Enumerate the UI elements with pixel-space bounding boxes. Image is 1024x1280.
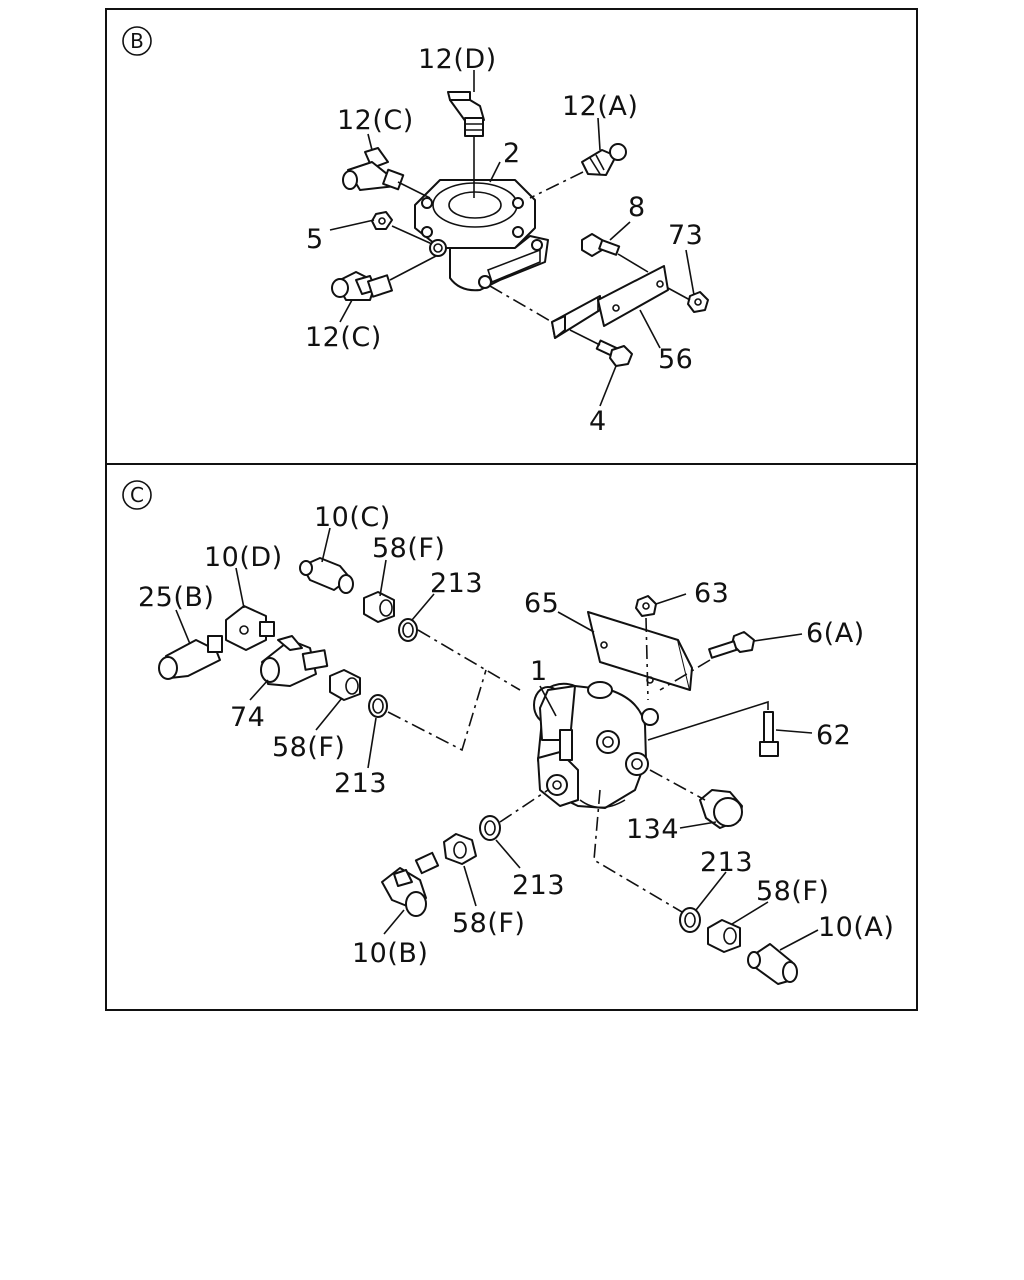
plug-134 bbox=[699, 789, 743, 829]
label-134: 134 bbox=[626, 814, 679, 845]
label-10b: 10(B) bbox=[352, 938, 428, 969]
dash-mid bbox=[387, 669, 487, 752]
panel-b: B bbox=[122, 26, 709, 437]
line-4 bbox=[569, 329, 601, 346]
label-65: 65 bbox=[524, 588, 559, 619]
dash-56 bbox=[489, 285, 553, 323]
panel-c-marker: C bbox=[130, 483, 144, 507]
panel-b-marker-circle bbox=[122, 26, 152, 56]
label-10a: 10(A) bbox=[818, 912, 894, 943]
label-213-right: 213 bbox=[700, 847, 753, 878]
line-62 bbox=[647, 700, 769, 741]
dash-134 bbox=[649, 769, 706, 801]
bolt-6a bbox=[708, 631, 755, 659]
valve-body-1 bbox=[533, 681, 659, 809]
fitting-12d bbox=[447, 91, 485, 137]
line-8 bbox=[617, 253, 649, 273]
dash-top bbox=[417, 629, 521, 691]
dash-right bbox=[593, 789, 683, 913]
fitting-10b bbox=[381, 851, 440, 917]
label-74: 74 bbox=[230, 702, 265, 733]
label-58f-bottom: 58(F) bbox=[452, 908, 525, 939]
nut-58f-bottom bbox=[443, 833, 477, 865]
panel-b-marker: B bbox=[130, 29, 144, 53]
washer-213-mid bbox=[368, 694, 388, 718]
switch-25b bbox=[158, 635, 223, 680]
panel-c-marker-circle bbox=[122, 480, 152, 510]
washer-213-right bbox=[679, 907, 701, 933]
relay-valve-body bbox=[414, 179, 549, 292]
label-73: 73 bbox=[668, 220, 703, 251]
dash-6a bbox=[659, 659, 711, 691]
fitting-10c bbox=[299, 557, 354, 594]
label-213-bottom: 213 bbox=[512, 870, 565, 901]
label-25b: 25(B) bbox=[138, 582, 214, 613]
nut-73 bbox=[687, 291, 709, 313]
fitting-10d bbox=[225, 605, 275, 651]
nut-58f-right bbox=[707, 919, 741, 953]
line-5 bbox=[391, 225, 433, 245]
fitting-12c-top bbox=[342, 147, 405, 191]
fitting-74 bbox=[260, 635, 329, 687]
dash-12a bbox=[529, 171, 584, 199]
line-12c-top bbox=[397, 181, 431, 199]
bolt-62 bbox=[759, 711, 779, 757]
label-8: 8 bbox=[628, 192, 646, 223]
fitting-12c-bottom bbox=[331, 271, 393, 301]
label-6a: 6(A) bbox=[806, 618, 865, 649]
label-1: 1 bbox=[530, 656, 548, 687]
dash-bottom bbox=[499, 789, 549, 823]
label-4: 4 bbox=[589, 406, 607, 437]
label-12d: 12(D) bbox=[418, 44, 497, 75]
label-12a: 12(A) bbox=[562, 91, 638, 122]
label-213-top: 213 bbox=[430, 568, 483, 599]
washer-213-bottom bbox=[479, 815, 501, 841]
label-58f-top: 58(F) bbox=[372, 533, 445, 564]
label-10c: 10(C) bbox=[314, 502, 391, 533]
label-12c-bottom: 12(C) bbox=[305, 322, 382, 353]
label-2: 2 bbox=[503, 138, 521, 169]
bolt-4 bbox=[595, 339, 633, 367]
label-12c-top: 12(C) bbox=[337, 105, 414, 136]
label-5: 5 bbox=[306, 224, 324, 255]
label-58f-mid: 58(F) bbox=[272, 732, 345, 763]
label-10d: 10(D) bbox=[204, 542, 283, 573]
fitting-10a bbox=[747, 943, 798, 985]
washer-213-top bbox=[398, 618, 418, 642]
bolt-8 bbox=[581, 233, 621, 257]
nut-58f-mid bbox=[329, 669, 361, 701]
nut-58f-top bbox=[363, 591, 395, 623]
fitting-12a bbox=[581, 143, 627, 176]
diagram-frame bbox=[105, 8, 918, 1011]
bracket-65 bbox=[587, 611, 693, 691]
label-58f-right: 58(F) bbox=[756, 876, 829, 907]
bracket-56 bbox=[551, 265, 669, 339]
line-73 bbox=[667, 287, 691, 301]
label-213-mid: 213 bbox=[334, 768, 387, 799]
dash-63 bbox=[645, 617, 649, 701]
nut-5 bbox=[371, 211, 393, 230]
nut-63 bbox=[635, 595, 657, 617]
label-62: 62 bbox=[816, 720, 851, 751]
label-63: 63 bbox=[694, 578, 729, 609]
panel-c: C bbox=[122, 480, 894, 985]
label-56: 56 bbox=[658, 344, 693, 375]
line-12c-bottom bbox=[389, 255, 437, 281]
